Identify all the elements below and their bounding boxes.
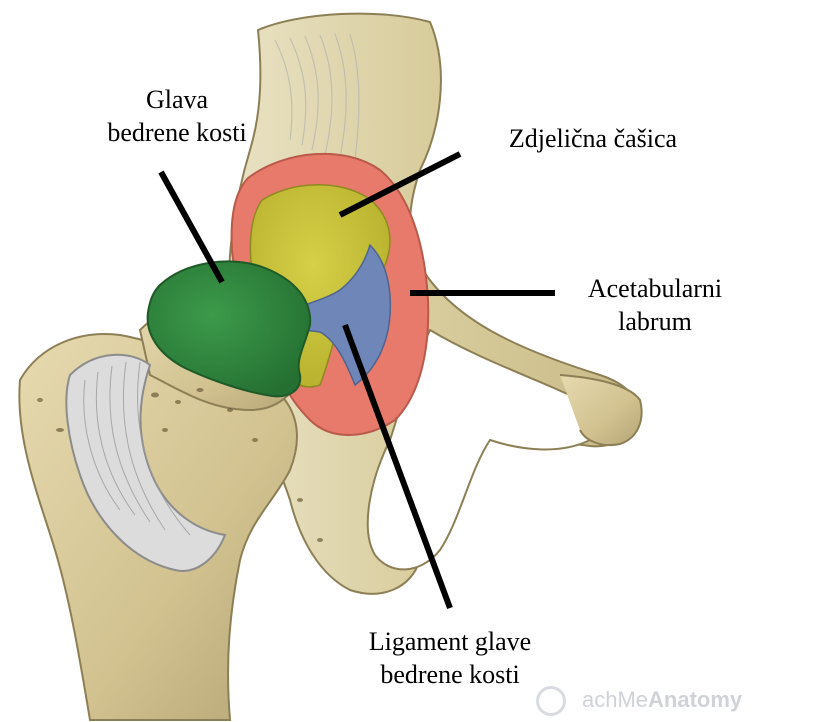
- label-labrum-line2: labrum: [560, 305, 750, 338]
- watermark-prefix: achMe: [582, 687, 648, 712]
- label-ligament: Ligament glave bedrene kosti: [330, 625, 570, 691]
- pointer-line-femoral-head: [161, 172, 222, 282]
- label-acetabulum-text: Zdjelična čašica: [478, 122, 708, 155]
- label-ligament-line1: Ligament glave: [330, 625, 570, 658]
- label-acetabulum: Zdjelična čašica: [478, 122, 708, 155]
- label-ligament-line2: bedrene kosti: [330, 658, 570, 691]
- label-labrum-line1: Acetabularni: [560, 272, 750, 305]
- label-femoral-head-line2: bedrene kosti: [92, 116, 262, 149]
- watermark-strong: Anatomy: [648, 687, 742, 712]
- label-femoral-head-line1: Glava: [92, 83, 262, 116]
- watermark: achMeAnatomy: [548, 684, 818, 716]
- label-femoral-head: Glava bedrene kosti: [92, 83, 262, 149]
- label-acetabular-labrum: Acetabularni labrum: [560, 272, 750, 338]
